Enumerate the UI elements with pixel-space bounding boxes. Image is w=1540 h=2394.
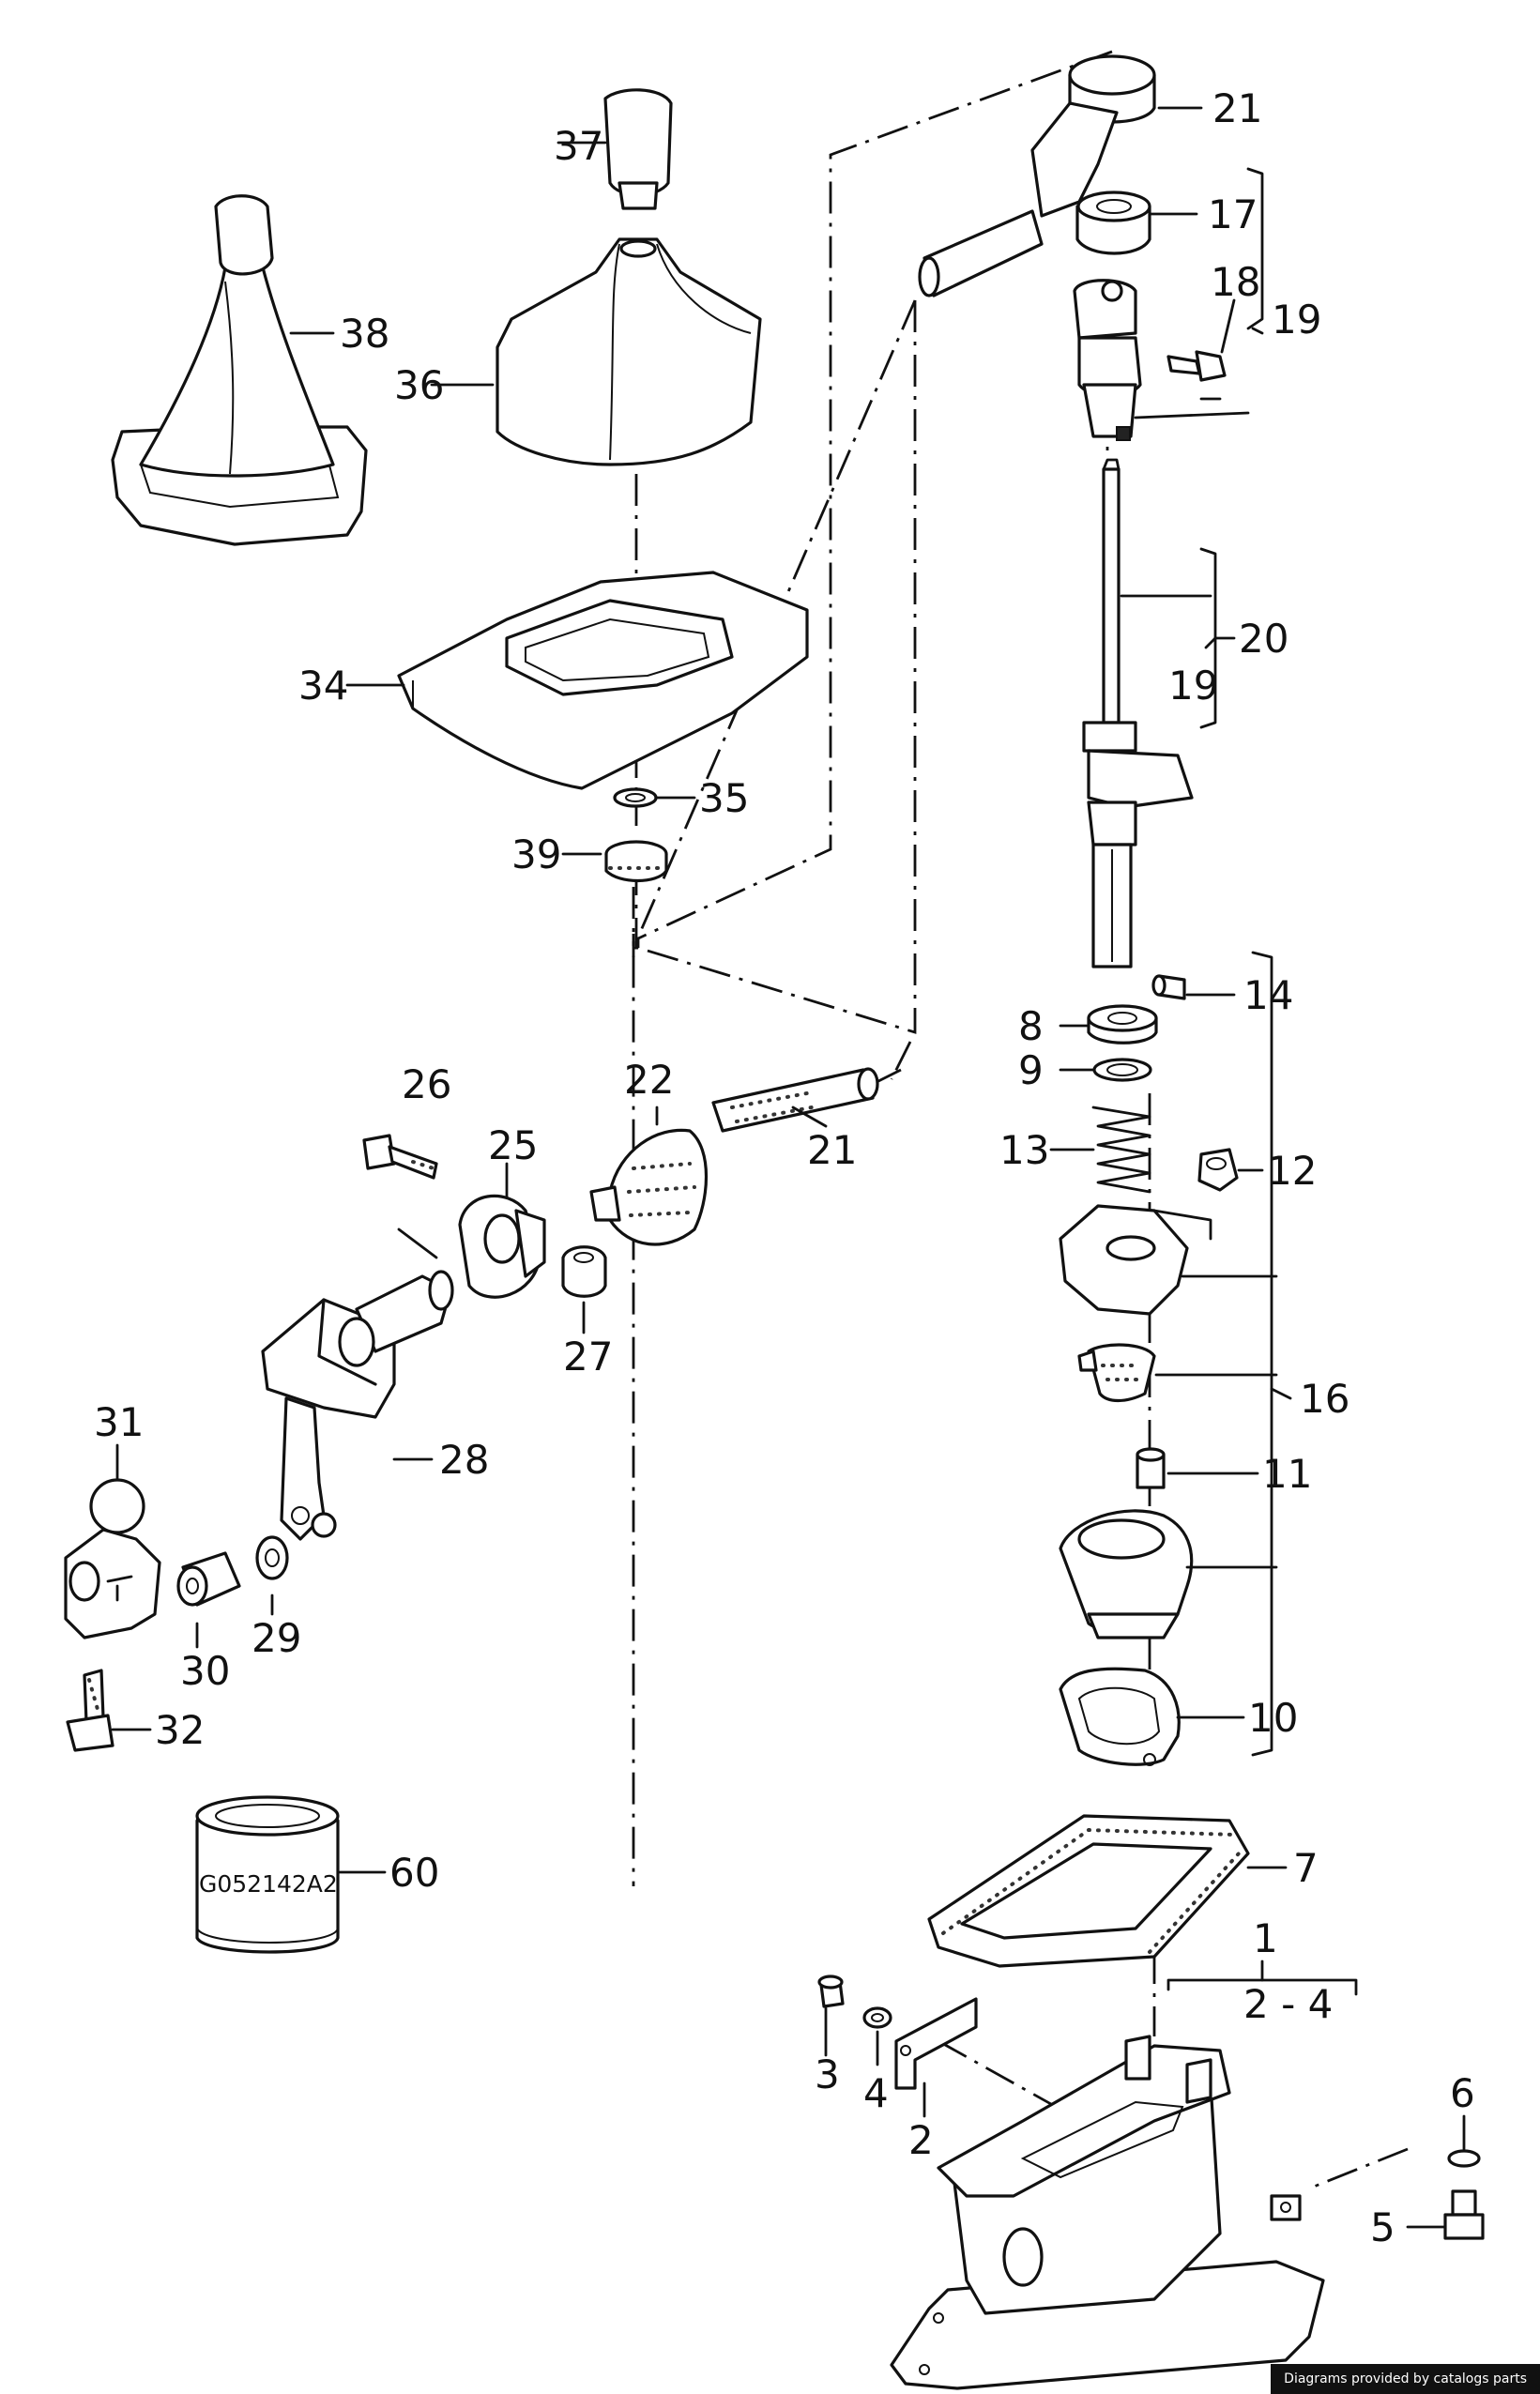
label-38: 38: [340, 311, 389, 357]
label-2: 2: [908, 2117, 934, 2163]
nut-12: [1197, 1148, 1239, 1192]
label-32: 32: [155, 1707, 205, 1753]
label-3: 3: [815, 2051, 840, 2097]
ball-joint-31: [64, 1478, 161, 1639]
label-19-lower: 19: [1168, 663, 1218, 709]
gear-knob: [603, 88, 673, 210]
shift-housing-1: [890, 2035, 1325, 2390]
shift-knob-boot: [496, 237, 762, 466]
washer-29: [255, 1535, 289, 1580]
shift-rod-20: [1082, 458, 1194, 968]
label-37: 37: [554, 123, 603, 169]
shift-rod-21-lower: [711, 1067, 879, 1133]
label-8: 8: [1018, 1003, 1044, 1049]
label-18: 18: [1211, 259, 1260, 305]
label-60: 60: [389, 1850, 439, 1896]
label-13: 13: [999, 1127, 1049, 1173]
credit-footer: Diagrams provided by catalogs parts: [1271, 2364, 1540, 2394]
label-28: 28: [439, 1437, 489, 1483]
label-range-2-4: 2 - 4: [1243, 1981, 1333, 2027]
label-36: 36: [394, 362, 444, 408]
label-4: 4: [863, 2070, 889, 2116]
washer-35: [613, 787, 658, 808]
label-16: 16: [1300, 1376, 1349, 1422]
rubber-boot-22: [589, 1128, 708, 1246]
cone-16: [1077, 1343, 1156, 1403]
bracket-2: [894, 1997, 978, 2090]
label-17: 17: [1208, 191, 1258, 237]
label-26: 26: [402, 1061, 451, 1107]
label-35: 35: [699, 775, 749, 821]
bushing-30: [176, 1551, 241, 1607]
washer-4: [862, 2006, 892, 2029]
label-9: 9: [1018, 1047, 1044, 1093]
bush-11: [1136, 1447, 1166, 1489]
bushing-17: [1075, 191, 1151, 255]
label-30: 30: [180, 1648, 230, 1694]
selector-head: [1073, 279, 1142, 441]
ball-sleeve-8: [1087, 1004, 1158, 1045]
washer-9: [1092, 1058, 1152, 1082]
pin-14: [1151, 974, 1186, 1000]
grease-tin-stamp: G052142A2: [199, 1870, 338, 1898]
label-31: 31: [94, 1399, 144, 1445]
seal-7: [927, 1814, 1250, 1968]
label-21-lower: 21: [807, 1127, 857, 1173]
bolt-26: [362, 1134, 438, 1180]
bush-27: [561, 1245, 607, 1298]
bolt-32: [66, 1669, 114, 1752]
clamp-39: [604, 840, 668, 882]
grease-tin-60: [195, 1795, 340, 1954]
label-34: 34: [298, 663, 348, 709]
washer-6: [1447, 2149, 1481, 2168]
gasket-10: [1059, 1667, 1181, 1766]
label-7: 7: [1293, 1845, 1319, 1891]
label-20: 20: [1239, 616, 1288, 662]
label-39: 39: [511, 831, 561, 877]
guide-housing: [1059, 1204, 1212, 1316]
spring-13: [1091, 1106, 1151, 1194]
label-12: 12: [1267, 1148, 1317, 1194]
label-5: 5: [1370, 2204, 1395, 2250]
leader-lines: [111, 106, 1466, 2229]
label-11: 11: [1262, 1451, 1312, 1497]
screw-3: [817, 1975, 845, 2008]
label-25: 25: [488, 1122, 538, 1168]
label-1: 1: [1253, 1915, 1278, 1961]
clamp-25: [458, 1194, 546, 1299]
label-10: 10: [1248, 1695, 1298, 1741]
center-console-trim: [397, 571, 809, 790]
shift-boot: [111, 194, 368, 546]
part-labels: 21 17 18 19 20 19 14 8 9 13 12 16 11 10 …: [94, 85, 1475, 2250]
bracket-28: [261, 1270, 454, 1541]
label-22: 22: [624, 1057, 674, 1103]
label-21-top: 21: [1212, 85, 1262, 131]
bolt-18: [1166, 350, 1227, 382]
label-14: 14: [1243, 972, 1293, 1018]
label-27: 27: [563, 1334, 613, 1380]
label-6: 6: [1450, 2070, 1475, 2116]
label-29: 29: [252, 1615, 301, 1661]
label-19-upper: 19: [1272, 297, 1321, 343]
shift-lever-upper: [918, 54, 1156, 297]
lower-housing: [1059, 1509, 1194, 1639]
bolt-5: [1443, 2189, 1485, 2240]
